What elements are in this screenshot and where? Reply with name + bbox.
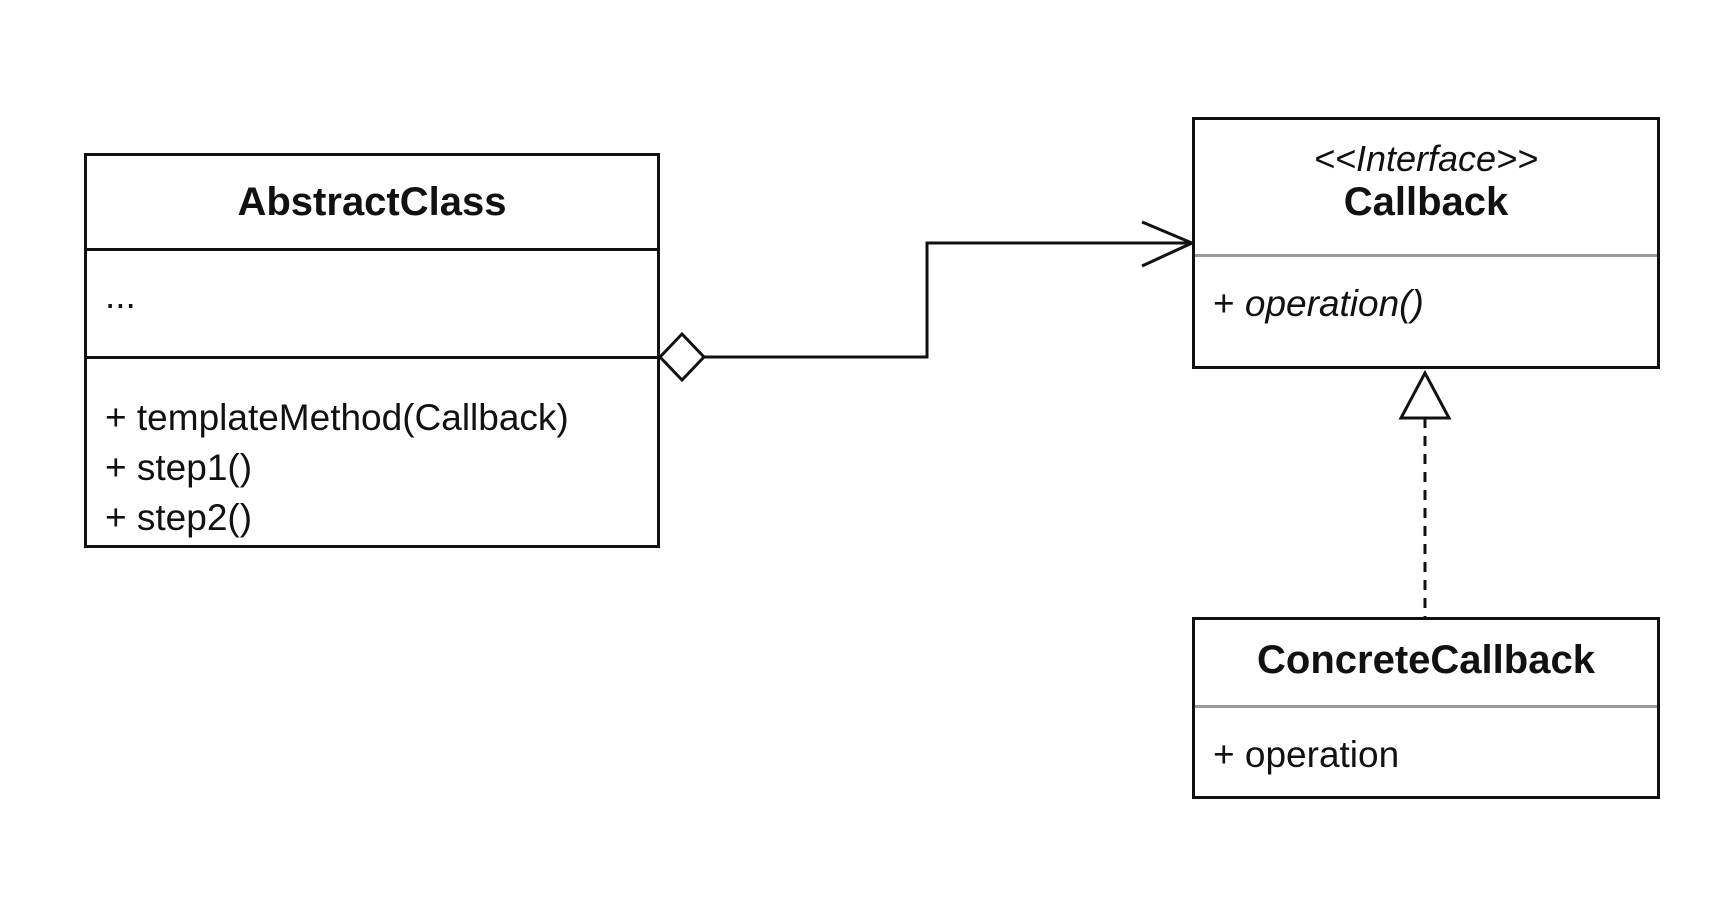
operation-row: + step2() [105, 497, 253, 538]
aggregation-connector [657, 220, 1196, 383]
operations-section: + operation [1195, 705, 1657, 780]
operation-visibility: + [1213, 283, 1235, 324]
aggregation-diamond-icon [657, 331, 707, 383]
callback-interface-box[interactable]: <<Interface>> Callback + operation() [1192, 117, 1660, 369]
abstract-operation-name: operation() [1244, 283, 1424, 324]
operation-row: + operation [1213, 734, 1400, 775]
operation-row: + step1() [105, 447, 253, 488]
hollow-triangle-arrowhead-icon [1398, 369, 1452, 420]
attribute-row: ... [105, 275, 136, 316]
operations-section: + operation() [1195, 254, 1657, 329]
concrete-callback-box[interactable]: ConcreteCallback + operation [1192, 617, 1660, 799]
abstract-class-header: AbstractClass [87, 156, 657, 248]
operation-row: + templateMethod(Callback) [105, 397, 569, 438]
operation-row: + operation() [1213, 279, 1657, 329]
callback-header: <<Interface>> Callback [1195, 120, 1657, 254]
aggregation-line [704, 241, 1192, 359]
realization-connector [1398, 369, 1452, 617]
abstract-class-box[interactable]: AbstractClass ... + templateMethod(Callb… [84, 153, 660, 548]
operations-section: + templateMethod(Callback) + step1() + s… [87, 356, 657, 543]
concrete-callback-header: ConcreteCallback [1195, 620, 1657, 705]
attributes-section: ... [87, 248, 657, 356]
class-name: Callback [1343, 180, 1509, 224]
stereotype-label: <<Interface>> [1313, 138, 1539, 179]
class-name: ConcreteCallback [1257, 638, 1595, 682]
class-name: AbstractClass [237, 180, 507, 224]
